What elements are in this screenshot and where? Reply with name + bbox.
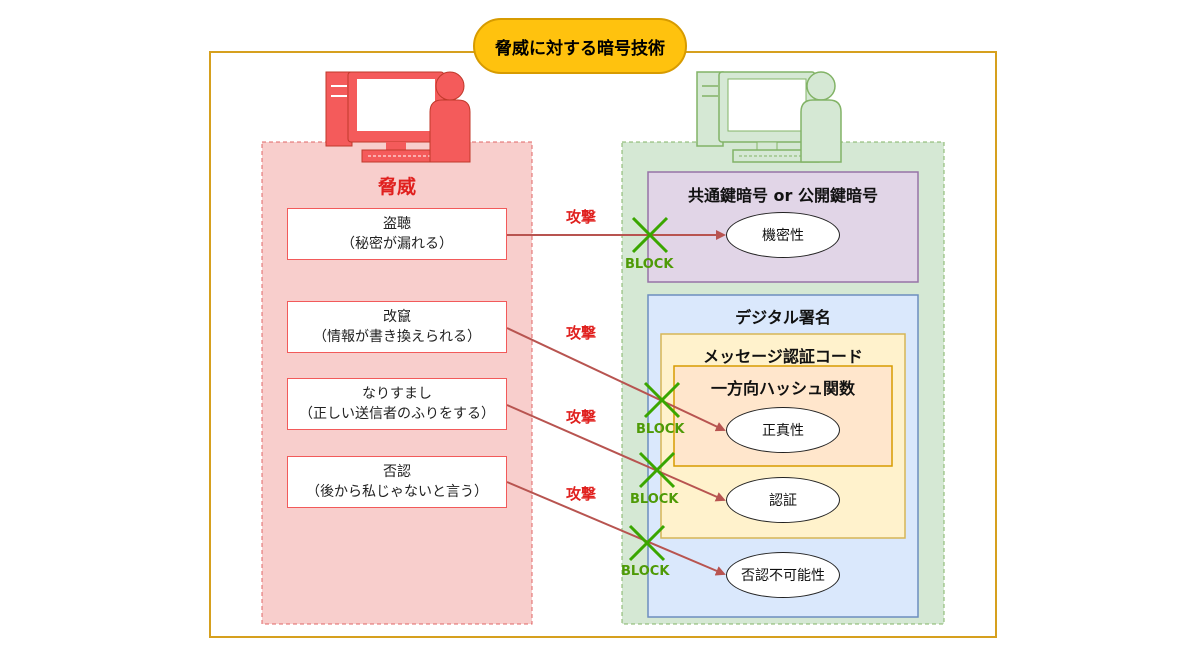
block-label: BLOCK: [636, 422, 685, 437]
crypto-group-title: 共通鍵暗号 or 公開鍵暗号: [687, 186, 879, 205]
threat-panel-title: 脅威: [377, 176, 416, 198]
attack-arrows: [506, 230, 726, 576]
attack-label: 攻撃: [566, 208, 597, 226]
attacker-person-icon: [429, 71, 471, 163]
property-integrity: 正真性: [726, 407, 840, 453]
attack-arrow-deny: [506, 481, 726, 576]
threat-box-deny: 否認 （後から私じゃないと言う）: [287, 456, 507, 508]
hash-group-title: 一方向ハッシュ関数: [710, 379, 855, 398]
mac-group-title: メッセージ認証コード: [703, 347, 863, 366]
defender-computer-icon: [696, 71, 820, 163]
threat-name: 改竄: [383, 308, 411, 325]
property-confidentiality: 機密性: [726, 212, 840, 258]
attack-label: 攻撃: [566, 324, 597, 342]
signature-group-title: デジタル署名: [735, 308, 831, 327]
threat-name: 盗聴: [383, 215, 411, 232]
block-x-icon: [643, 381, 681, 419]
threat-name: なりすまし: [362, 385, 432, 402]
threat-description: （正しい送信者のふりをする）: [299, 406, 495, 422]
threat-description: （後から私じゃないと言う）: [306, 484, 488, 500]
attack-label: 攻撃: [566, 408, 597, 426]
threat-box-tamper: 改竄 （情報が書き換えられる）: [287, 301, 507, 353]
defender-person-icon: [800, 71, 842, 163]
property-authentication: 認証: [726, 477, 840, 523]
block-marks: [628, 216, 681, 562]
attack-arrow-tamper: [506, 327, 726, 432]
block-x-icon: [631, 216, 669, 254]
block-x-icon: [638, 451, 676, 489]
threat-name: 否認: [383, 463, 411, 480]
threat-description: （秘密が漏れる）: [341, 236, 453, 252]
attack-arrow-spoof: [506, 404, 726, 502]
property-non-repudiation: 否認不可能性: [726, 552, 840, 598]
block-label: BLOCK: [630, 492, 679, 507]
block-x-icon: [628, 524, 666, 562]
block-label: BLOCK: [621, 564, 670, 579]
attacker-computer-icon: [325, 71, 449, 163]
threat-description: （情報が書き換えられる）: [313, 329, 481, 345]
threat-box-eavesdrop: 盗聴 （秘密が漏れる）: [287, 208, 507, 260]
threat-box-spoof: なりすまし （正しい送信者のふりをする）: [287, 378, 507, 430]
page-title: 脅威に対する暗号技術: [473, 18, 687, 74]
attack-label: 攻撃: [566, 485, 597, 503]
block-label: BLOCK: [625, 257, 674, 272]
